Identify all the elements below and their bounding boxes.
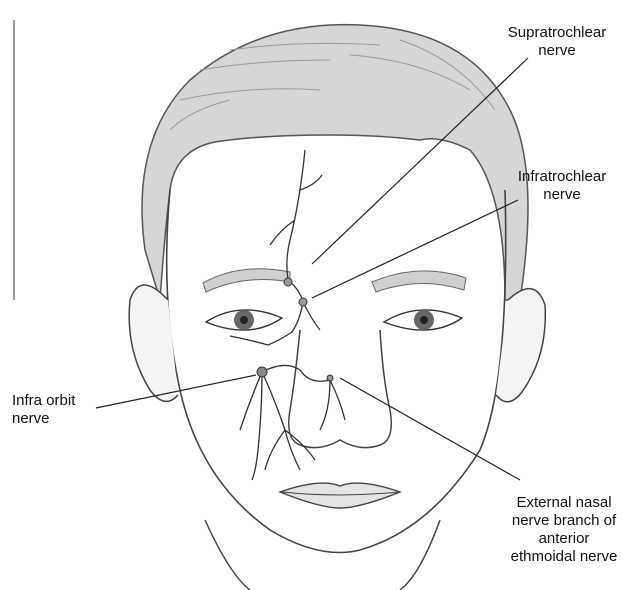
supratrochlear-point (284, 278, 292, 286)
leader-external-nasal (340, 378, 520, 480)
left-ear (129, 285, 178, 401)
infra-orbit-point (257, 367, 267, 377)
external-nasal-label-line1: External nasal (484, 494, 644, 512)
mouth (280, 483, 400, 508)
supratrochlear-label-line1: Supratrochlear (492, 24, 622, 42)
infra-orbit-label-line1: Infra orbit (12, 392, 112, 410)
supratrochlear-label: Supratrochlear nerve (492, 24, 622, 60)
external-nasal-point (327, 375, 333, 381)
external-nasal-label-line2: nerve branch of (484, 512, 644, 530)
infratrochlear-point (299, 298, 307, 306)
infra-orbit-label-line2: nerve (12, 410, 112, 428)
infra-orbit-label: Infra orbit nerve (12, 392, 112, 428)
supratrochlear-label-line2: nerve (492, 42, 622, 60)
right-pupil (420, 316, 428, 324)
right-eyebrow (372, 271, 466, 292)
nose (289, 330, 392, 448)
external-nasal-label-line4: ethmoidal nerve (484, 548, 644, 566)
left-pupil (240, 316, 248, 324)
left-eyebrow (203, 269, 290, 292)
infratrochlear-label-line2: nerve (496, 186, 628, 204)
external-nasal-label: External nasal nerve branch of anterior … (484, 494, 644, 566)
right-ear (496, 289, 545, 402)
infratrochlear-label: Infratrochlear nerve (496, 168, 628, 204)
infratrochlear-label-line1: Infratrochlear (496, 168, 628, 186)
external-nasal-label-line3: anterior (484, 530, 644, 548)
hair (142, 25, 528, 300)
